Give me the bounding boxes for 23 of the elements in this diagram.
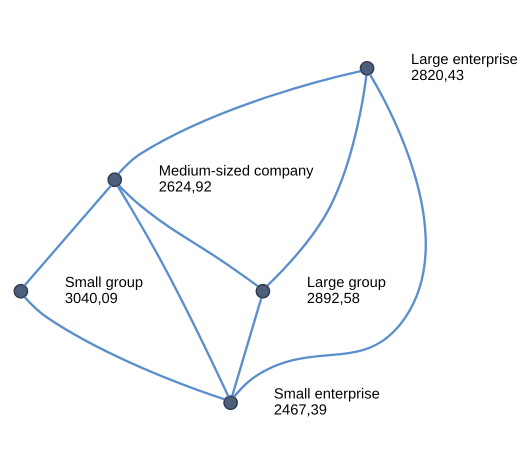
node-circle [107, 172, 122, 187]
node-circle [14, 283, 28, 298]
connector [118, 69, 361, 174]
connector [233, 73, 427, 398]
node-label: Medium-sized company [158, 162, 314, 179]
node-label: 2820,43 [411, 68, 464, 84]
connector [266, 74, 368, 286]
node-label: Small group [64, 274, 144, 290]
node-circle [256, 283, 270, 298]
node-circle [223, 394, 238, 410]
node-label: 2467,39 [274, 402, 327, 418]
connector [231, 297, 262, 396]
connector [24, 184, 112, 286]
node-label: Large enterprise [411, 51, 518, 68]
connector [118, 184, 259, 287]
node-label: 3040,09 [64, 290, 118, 306]
node-label: 2624,92 [158, 178, 212, 195]
node-label: Large group [306, 274, 386, 290]
node-circle [360, 60, 374, 76]
node-label: 2892,58 [306, 290, 360, 306]
connector [24, 296, 225, 400]
node-label: Small enterprise [274, 386, 380, 402]
connector [116, 184, 230, 396]
